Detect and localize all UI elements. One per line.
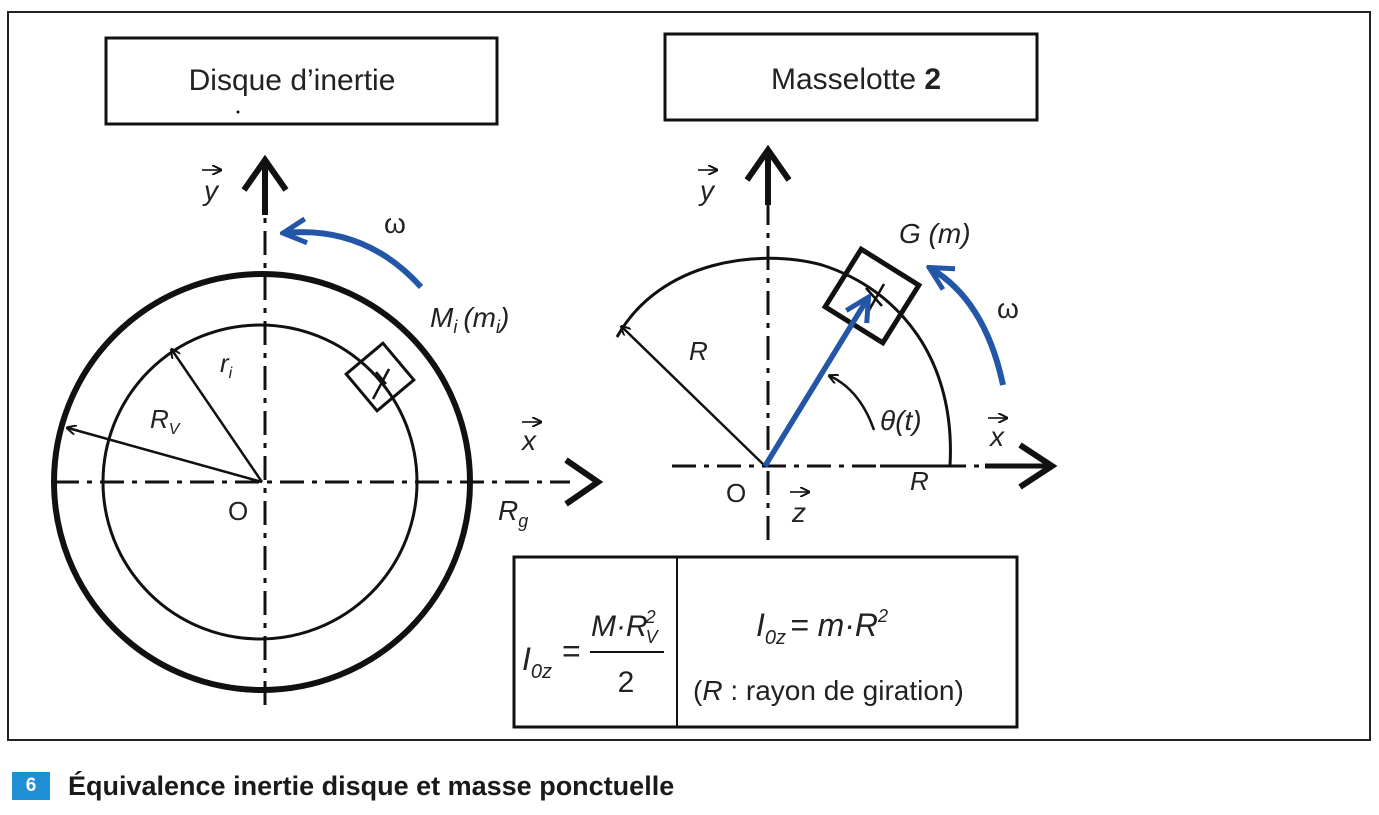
ri-label: ri	[220, 348, 233, 382]
right-title-box	[663, 32, 1039, 122]
right-title: Masselotte 2	[771, 63, 941, 96]
right-formula: I0z= m·R2	[756, 606, 888, 649]
right-z-label: z	[791, 497, 806, 528]
left-x-arrowhead	[564, 457, 604, 507]
left-formula-eq: =	[562, 633, 581, 669]
left-formula-denominator: 2	[618, 666, 635, 699]
gyration-arc	[615, 256, 952, 467]
right-y-label: y	[698, 175, 716, 206]
right-x-arrowhead	[1018, 442, 1058, 490]
rv-radius-line	[172, 350, 264, 483]
theta-label: θ(t)	[880, 405, 922, 436]
element-mi-square	[344, 341, 416, 413]
r-radius-label: R	[689, 336, 708, 366]
right-origin-label: O	[726, 478, 746, 508]
caption-text: Équivalence inertie disque et masse ponc…	[68, 770, 675, 801]
left-x-label: x	[520, 425, 537, 456]
right-omega-label: ω	[997, 293, 1019, 324]
left-formula-lhs: I0z	[522, 641, 552, 683]
left-origin-label: O	[228, 496, 248, 526]
rg-label: Rg	[498, 495, 528, 531]
mi-label: Mi(mi)	[430, 302, 509, 337]
rv-label: RV	[150, 404, 181, 438]
left-omega-arrow	[284, 232, 424, 290]
right-omega-arrow	[930, 268, 1006, 386]
element-mi-cross	[371, 368, 391, 400]
left-title-box	[104, 36, 499, 126]
g-mass-label: G (m)	[899, 218, 971, 249]
outer-disc-circle	[51, 271, 473, 693]
rg-radius-line	[68, 428, 263, 484]
right-panel: Masselotte 2 G (m) ω R R θ(t) O z x	[615, 32, 1058, 540]
r-radius-line	[622, 327, 766, 467]
left-panel: Disque d’inertie ω Mi(mi) ri RV Rg	[51, 36, 604, 705]
left-title: Disque d’inertie	[189, 64, 396, 97]
right-x-label: x	[988, 421, 1005, 452]
theta-arc	[830, 376, 876, 431]
figure-frame	[7, 11, 1371, 741]
gyration-note: (R : rayon de giration)	[693, 675, 964, 706]
formula-frame	[512, 555, 1019, 729]
left-omega-label: ω	[384, 208, 406, 239]
right-y-arrowhead	[744, 144, 792, 182]
position-vector	[762, 298, 868, 468]
caption-number-badge: 6	[12, 772, 50, 800]
r-axis-label: R	[910, 466, 929, 496]
inner-disc-circle	[101, 323, 419, 641]
left-y-arrowhead	[241, 154, 289, 192]
figure-caption: 6 Équivalence inertie disque et masse po…	[12, 766, 674, 806]
title-dot	[236, 110, 240, 114]
left-y-label: y	[202, 175, 220, 206]
